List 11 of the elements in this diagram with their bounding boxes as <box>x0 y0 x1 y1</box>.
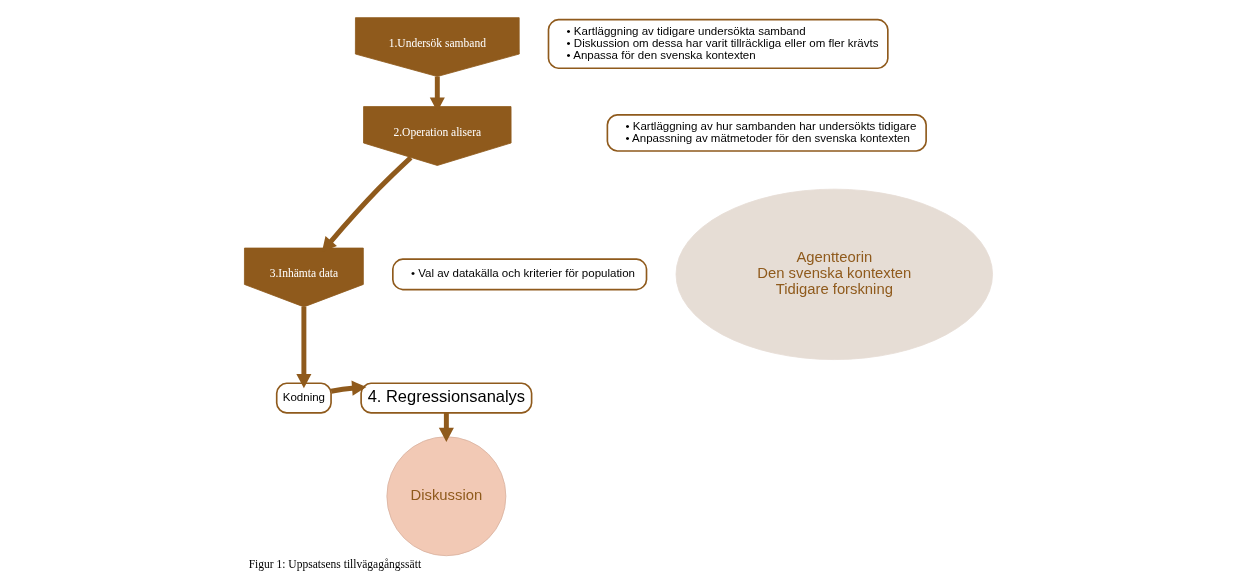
node-box: • Val av datakälla och kriterier för population <box>391 258 647 291</box>
caption: Figur 1: Uppsatsens tillvägagångssätt <box>248 558 421 571</box>
arrow <box>330 380 366 396</box>
node-box: • Kartläggning av hur sambanden har undersökts tidigare • Anpassning av mätmetoder för den svenska kontexten <box>606 113 927 152</box>
node-ellipse: Agentteorin Den svenska kontexten Tidigare forskning <box>675 188 993 360</box>
node-circle: Diskussion <box>385 436 506 557</box>
node-box: 4. Regressionsanalys <box>359 382 532 414</box>
node-box: Kodning <box>275 382 332 414</box>
arrow <box>438 412 454 442</box>
arrow <box>295 306 311 389</box>
node-box: • Kartläggning av tidigare undersökta samband • Diskussion om dessa har varit tillräckliga eller om fler krävts • Anpassa för den svenska kontexten <box>547 18 889 70</box>
